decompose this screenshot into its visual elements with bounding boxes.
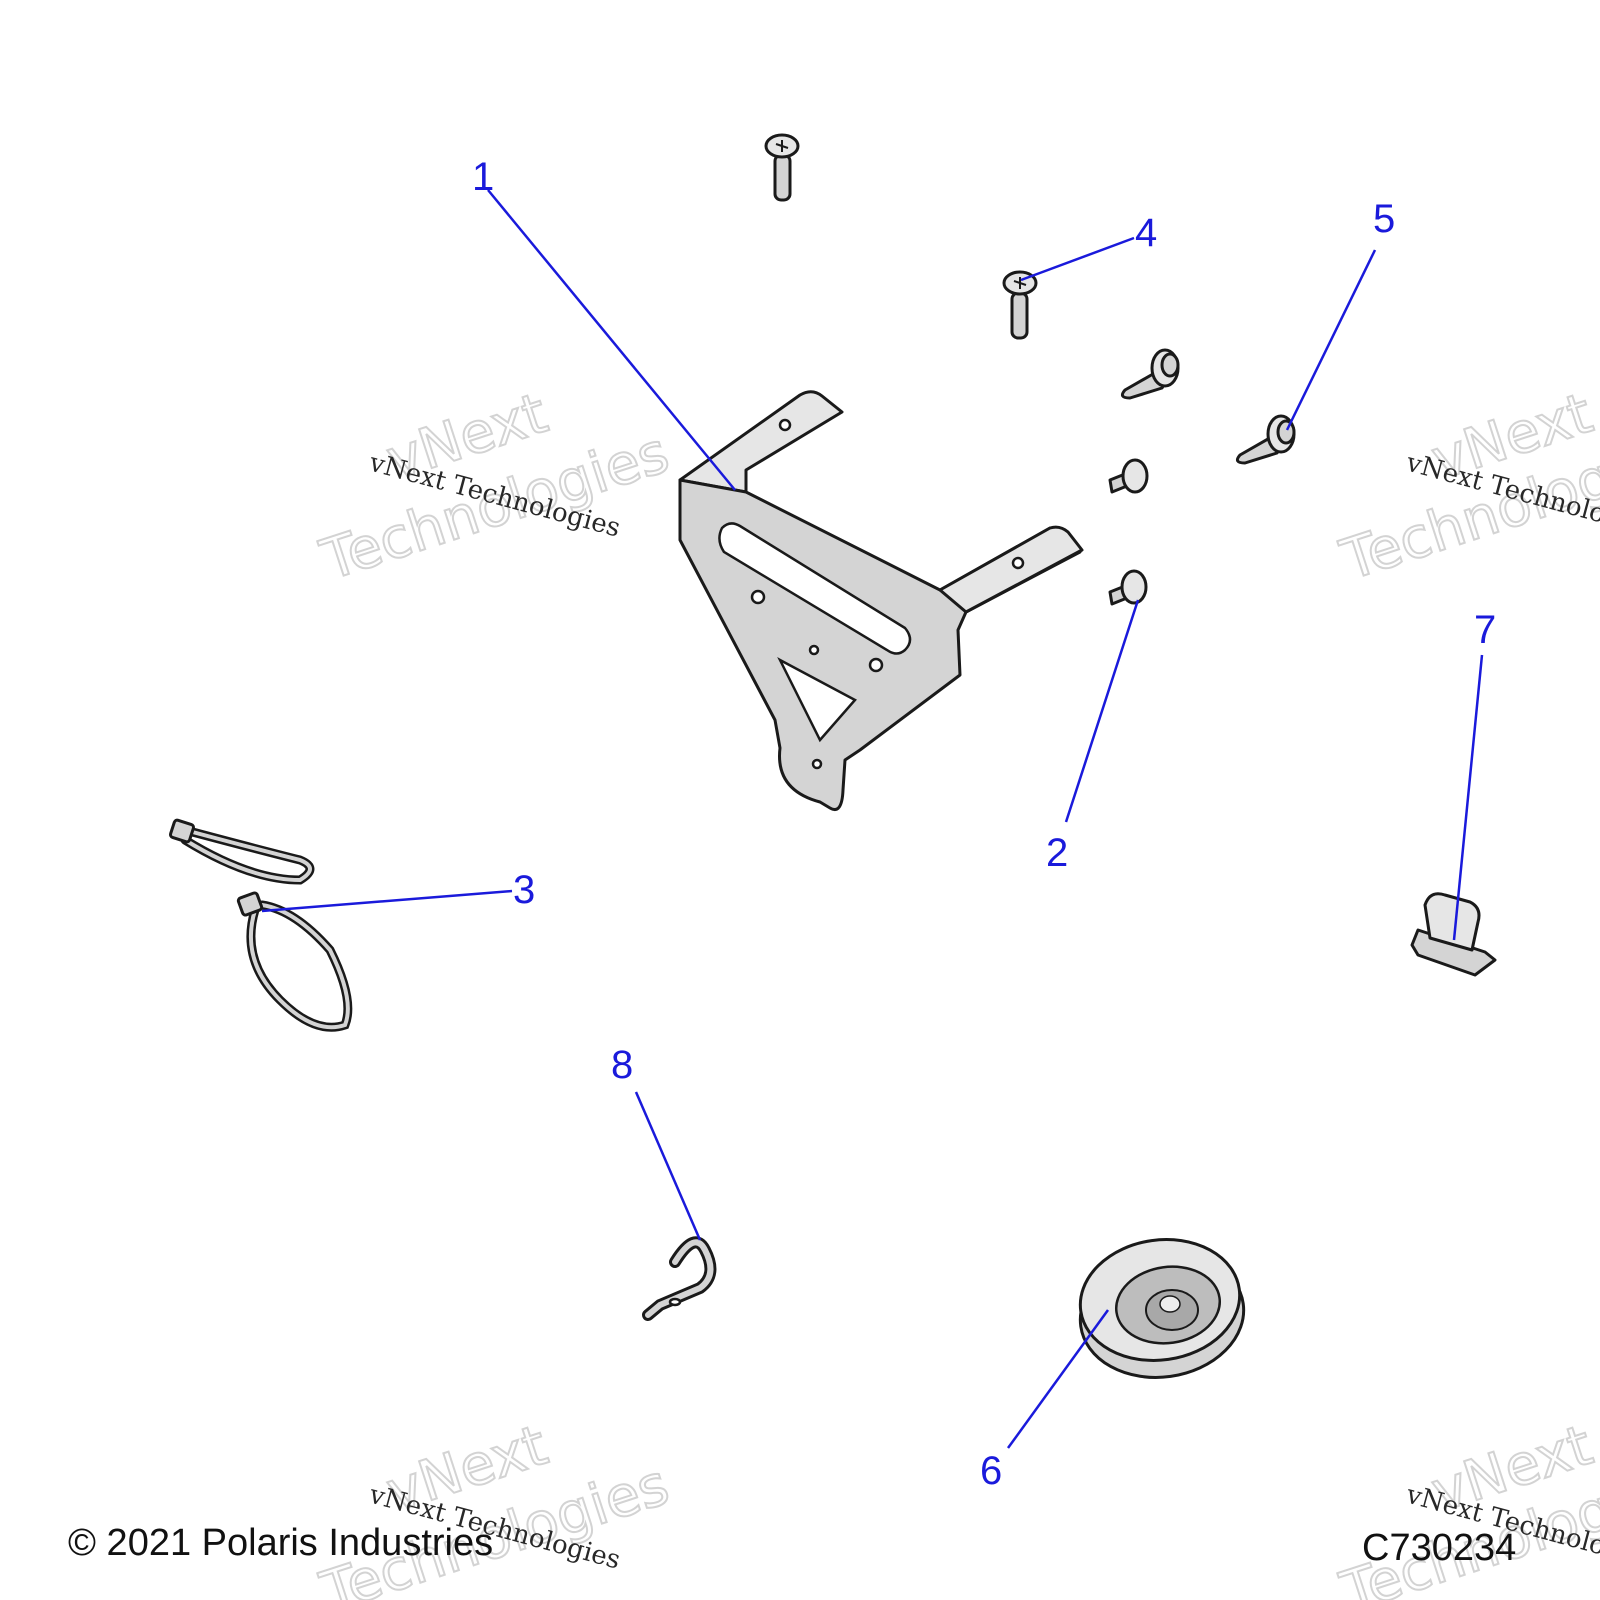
leader-6 [1006, 1309, 1110, 1449]
callout-5: 5 [1373, 197, 1395, 241]
push-pin-upper [1108, 458, 1149, 494]
mounting-bracket [678, 390, 1084, 811]
leader-5 [1285, 249, 1377, 431]
callout-2: 2 [1046, 831, 1068, 875]
leader-7 [1452, 654, 1484, 941]
watermark-top-left: vNext Technologies vNext Technologies [312, 380, 677, 595]
watermark-bottom-left: vNext Technologies vNext Technologies [312, 1412, 677, 1600]
p-clamp [642, 1236, 717, 1321]
leader-8 [634, 1091, 702, 1241]
bracket-slot [718, 522, 912, 655]
bracket-triangle-cutout [777, 657, 857, 743]
callout-4: 4 [1135, 211, 1157, 255]
leader-lines [261, 189, 1484, 1449]
grommet [1078, 1238, 1246, 1379]
leader-1 [487, 189, 736, 491]
callout-8: 8 [611, 1043, 633, 1087]
bracket-flange-hole [778, 418, 792, 432]
push-pin-lower [1108, 569, 1148, 606]
cable-tie-looped [236, 891, 353, 1032]
leader-3 [261, 889, 513, 913]
callout-6: 6 [980, 1449, 1002, 1493]
flange-bolt-lower [1235, 414, 1296, 465]
callout-1: 1 [472, 155, 494, 199]
bracket-flange-hole [1011, 556, 1025, 570]
screw-item-4 [1002, 270, 1038, 340]
cable-tie-loose [168, 818, 315, 885]
watermark-bottom-right: vNext Technologies vNext Technologies [1332, 1412, 1600, 1600]
callout-3: 3 [513, 868, 535, 912]
watermark-top-right: vNext Technologies vNext Technologies [1332, 380, 1600, 595]
copyright-text: © 2021 Polaris Industries [68, 1522, 493, 1564]
flange-bolt-upper [1120, 348, 1180, 400]
bracket-top-flange [678, 390, 844, 494]
bracket-hole [808, 644, 820, 656]
callout-7: 7 [1474, 608, 1496, 652]
leader-2 [1064, 599, 1140, 823]
bracket-right-flange [938, 525, 1084, 614]
leader-4 [1020, 236, 1135, 282]
bracket-hole [811, 758, 823, 770]
bracket-hole [868, 657, 884, 673]
bracket-hole [750, 589, 766, 605]
drawing-id: C730234 [1362, 1527, 1516, 1569]
screw-top [764, 133, 800, 202]
wire-clip [1410, 892, 1497, 977]
